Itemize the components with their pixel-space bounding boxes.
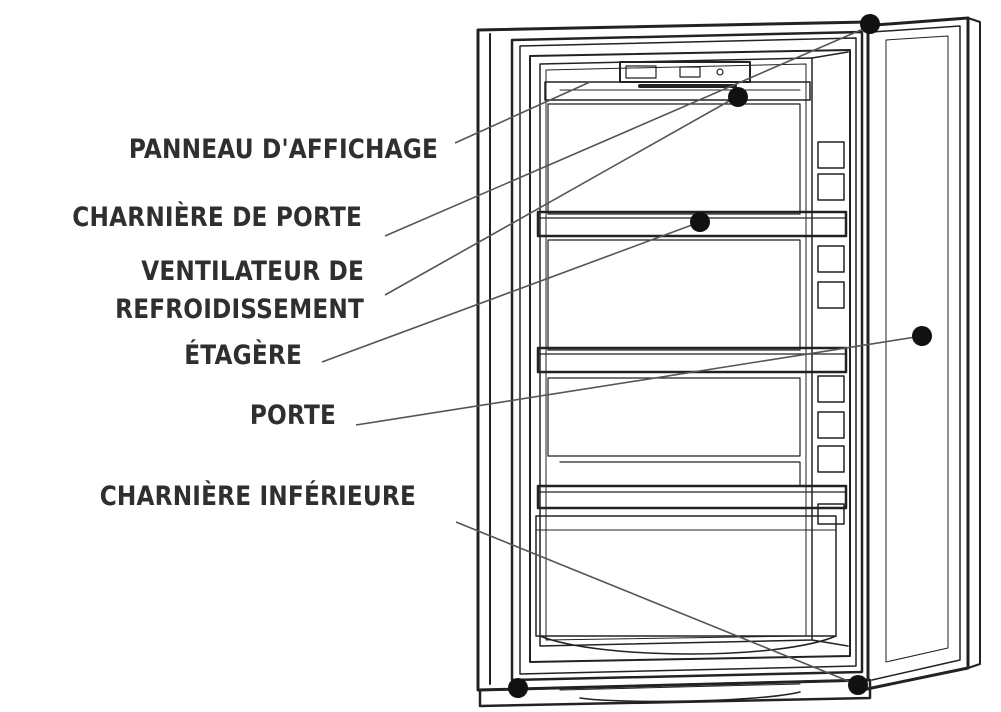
marker-door-hinge bbox=[860, 14, 880, 34]
label-bottom-hinge: CHARNIÈRE INFÉRIEURE bbox=[99, 481, 417, 512]
leader-door-hinge bbox=[384, 25, 871, 237]
leader-lines bbox=[321, 25, 923, 686]
bottom-compartment bbox=[535, 515, 837, 655]
marker-dots bbox=[508, 14, 932, 698]
leader-door bbox=[355, 335, 923, 426]
leader-cooling-fan bbox=[384, 95, 739, 296]
label-shelf: ÉTAGÈRE bbox=[184, 340, 302, 371]
door-panel bbox=[860, 16, 981, 692]
label-display-panel: PANNEAU D'AFFICHAGE bbox=[128, 134, 438, 165]
door-brackets bbox=[817, 141, 845, 525]
display-panel bbox=[544, 61, 811, 101]
cabinet-body bbox=[476, 20, 870, 692]
marker-bottom-hinge bbox=[848, 675, 868, 695]
label-cooling-fan-line1: VENTILATEUR DE bbox=[141, 256, 364, 287]
label-door: PORTE bbox=[249, 400, 336, 431]
marker-cooling-fan bbox=[728, 87, 748, 107]
marker-shelf bbox=[690, 212, 710, 232]
label-cooling-fan-line2: REFROIDISSEMENT bbox=[115, 294, 364, 325]
label-door-hinge: CHARNIÈRE DE PORTE bbox=[72, 202, 362, 233]
marker-foot bbox=[508, 678, 528, 698]
back-panel bbox=[547, 103, 801, 487]
leader-bottom-hinge bbox=[455, 521, 859, 686]
base bbox=[478, 678, 872, 708]
leader-shelf bbox=[321, 221, 701, 363]
leader-display-panel bbox=[454, 81, 591, 144]
marker-door bbox=[912, 326, 932, 346]
